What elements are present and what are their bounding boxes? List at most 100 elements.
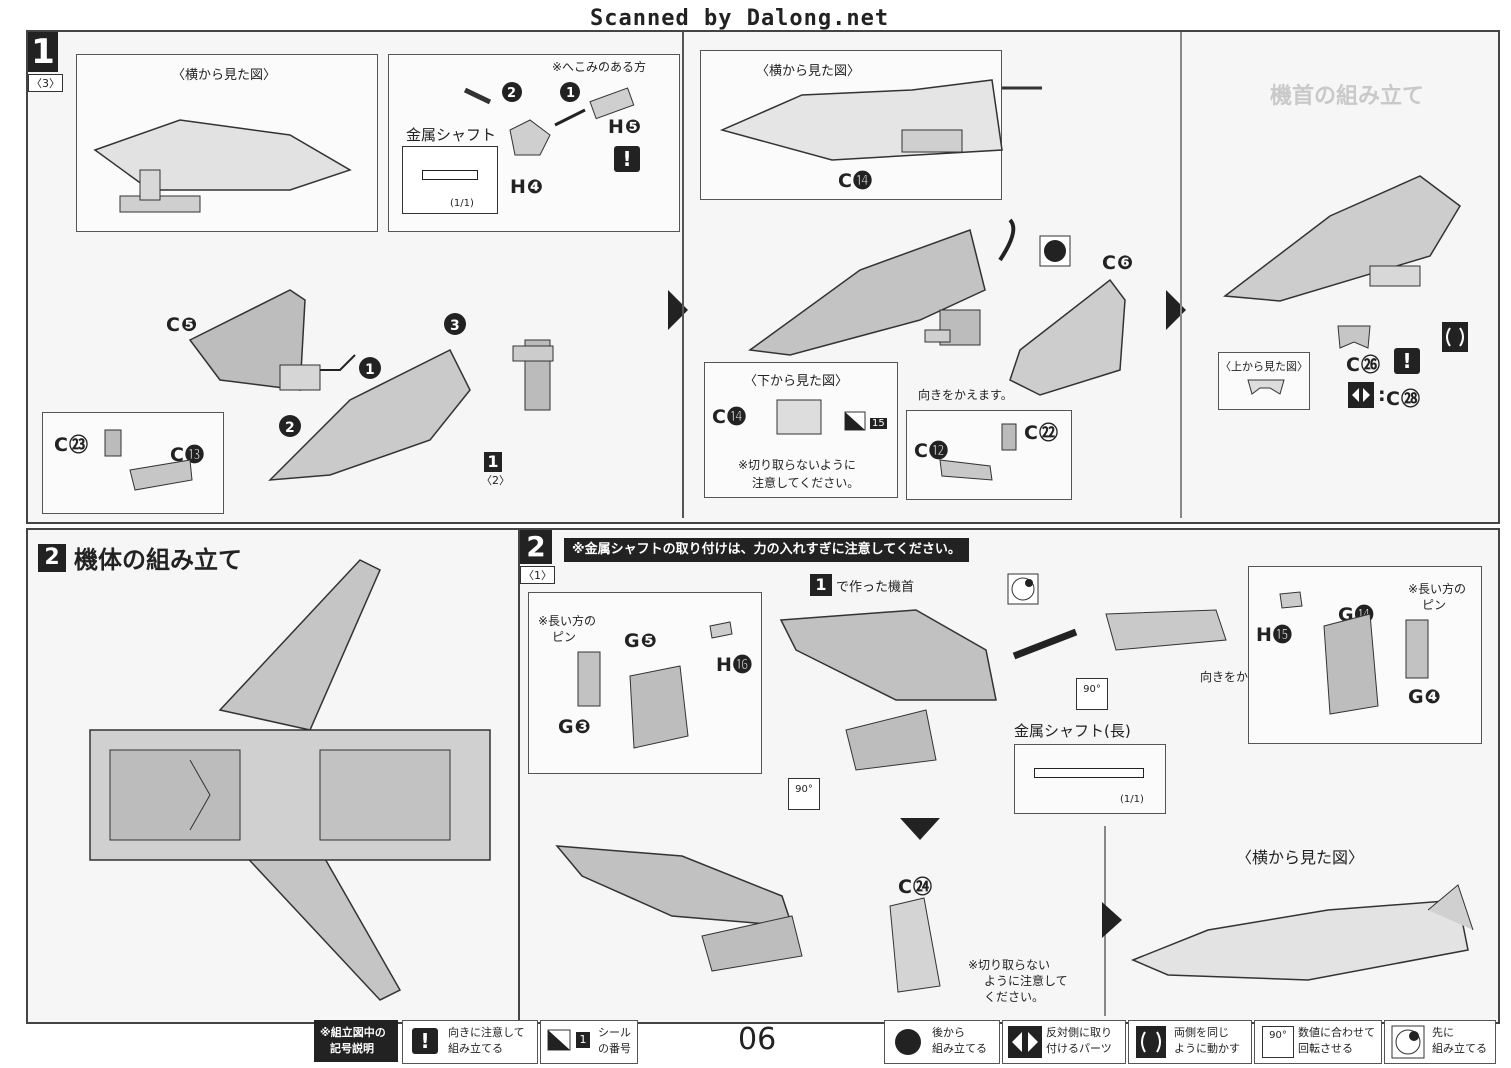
shaft-count-2: (1/1)	[1120, 794, 1144, 805]
long-pin-right-2: ピン	[1422, 598, 1447, 612]
long-pin-right-1: ※長い方の	[1408, 582, 1467, 596]
svg-text:2: 2	[285, 420, 295, 436]
page-number: 06	[738, 1022, 777, 1057]
bottom-view-title: 〈下から見た図〉	[744, 374, 849, 389]
c14-bottom-sketch	[776, 399, 866, 435]
h-shaft-sketch	[512, 339, 554, 411]
metal-shaft-label: 金属シャフト	[406, 126, 497, 144]
legend-item-2-line1: シール	[598, 1026, 631, 1039]
legend-rotate-label: 90°	[1269, 1030, 1287, 1041]
cockpit-ref-number: 1	[484, 452, 502, 472]
c26-part-sketch	[1337, 325, 1371, 349]
svg-text:1: 1	[566, 86, 575, 101]
both-move-icon	[1442, 322, 1468, 352]
c12-c22-box	[906, 410, 1072, 500]
step1-number: 1	[28, 32, 58, 72]
part-h4: H❹	[510, 176, 544, 198]
legend-item-3-line2: 組み立てる	[932, 1042, 987, 1055]
first-circle-icon	[1007, 573, 1039, 605]
legend-sticker-icon	[547, 1029, 571, 1051]
legend-item-6-line2: 回転させる	[1298, 1042, 1353, 1055]
long-pin-left-2: ピン	[552, 630, 577, 644]
cockpit-assembly-2	[748, 218, 1126, 396]
c23-c13-sketch	[104, 429, 193, 491]
step1-sub-ref: 〈3〉	[28, 74, 63, 92]
mirror-separator: :	[1378, 384, 1387, 406]
part-c26: C㉖	[1346, 354, 1381, 376]
top-view-title: 〈上から見た図〉	[1220, 360, 1308, 373]
metal-shaft-icon	[422, 170, 478, 180]
cut-note-2b: ように注意して	[984, 974, 1068, 988]
legend-first-circle-icon	[1391, 1025, 1425, 1059]
cut-note-2c: ください。	[984, 990, 1045, 1004]
exclamation-icon-2: !	[1394, 348, 1420, 374]
g-parts-left-sketch	[577, 621, 733, 749]
rotate-90-icon: 90°	[1076, 678, 1108, 710]
c26-top-sketch	[1247, 379, 1285, 395]
legend-item-5-line2: ように動かす	[1174, 1042, 1240, 1055]
rotate-90-icon-2: 90°	[788, 778, 820, 810]
part-c13: C⓭	[170, 444, 205, 466]
turn-note-1: 向きをかえます。	[918, 388, 1013, 402]
assembled-nose-sketch	[555, 845, 803, 972]
next-arrow-1	[668, 290, 688, 330]
step2-right-sub-ref: 〈1〉	[520, 566, 555, 584]
ghost-title: 機首の組み立て	[1270, 84, 1425, 109]
down-arrow	[900, 818, 940, 840]
dent-note: ※へこみのある方	[552, 60, 647, 74]
nose-assembly-sketch	[779, 609, 1227, 771]
part-h15: H⓯	[1256, 624, 1293, 646]
step1-divider-1	[682, 32, 684, 518]
part-g3: G❸	[558, 716, 592, 738]
legend-both-move-icon	[1136, 1026, 1166, 1058]
legend-back-circle-icon	[895, 1029, 921, 1055]
cut-note-1b: 注意してください。	[752, 476, 860, 490]
legend-title-2: 記号説明	[330, 1042, 374, 1055]
legend-item-6-line1: 数値に合わせて	[1298, 1026, 1375, 1039]
part-c23: C㉓	[54, 434, 89, 456]
exclamation-icon: !	[614, 146, 640, 172]
next-arrow-3	[1102, 902, 1122, 938]
metal-shaft-frame	[402, 146, 498, 214]
cockpit-finished-sketch	[1223, 175, 1461, 302]
airframe-top-sketch	[89, 559, 491, 1001]
step1-divider-2	[1180, 32, 1182, 518]
part-c5: C❺	[166, 314, 199, 336]
part-c24: C㉔	[898, 876, 933, 898]
part-g5: G❺	[624, 630, 658, 652]
legend-item-3-line1: 後から	[932, 1026, 965, 1039]
legend-item-5-line1: 両側を同じ	[1174, 1026, 1229, 1039]
final-side-sketch	[1131, 884, 1474, 981]
sticker-number-15: 15	[870, 418, 887, 429]
part-c12: C⓬	[914, 440, 949, 462]
c12-c22-sketch	[939, 423, 1017, 481]
side-view-title-1: 〈横から見た図〉	[172, 68, 277, 83]
legend-title-box	[314, 1020, 398, 1062]
part-c6: C❻	[1102, 252, 1135, 274]
legend-exclamation-icon: !	[412, 1028, 438, 1054]
shaft-count-1: (1/1)	[450, 198, 474, 209]
legend-rotate-icon: 90°	[1262, 1026, 1294, 1058]
c24-sketch	[889, 897, 941, 993]
side-view-title-3: 〈横から見た図〉	[1236, 848, 1365, 867]
svg-text:2: 2	[507, 86, 516, 101]
legend-mirror-icon	[1008, 1026, 1042, 1058]
sequence-markers: 3 1 2	[279, 313, 466, 437]
back-circle-icon	[1039, 235, 1071, 267]
cut-note-1a: ※切り取らないように	[738, 458, 856, 472]
cockpit-side-sketch-1	[93, 119, 352, 213]
g-parts-right-sketch	[1279, 591, 1429, 715]
legend-item-1-line2: 組み立てる	[448, 1042, 503, 1055]
legend-item-4-line2: 付けるパーツ	[1046, 1042, 1112, 1055]
part-c14-box: C⓮	[712, 406, 747, 428]
step2-right-number: 2	[520, 530, 552, 564]
svg-text:1: 1	[365, 362, 375, 378]
long-shaft-icon	[1034, 768, 1144, 778]
long-shaft-label: 金属シャフト(長)	[1014, 722, 1131, 740]
part-c28: C㉘	[1386, 388, 1421, 410]
legend-title-1: ※組立図中の	[320, 1026, 386, 1039]
step2-left-number: 2	[38, 544, 66, 572]
c23-c13-box	[42, 412, 224, 514]
side-view-title-2: 〈横から見た図〉	[756, 64, 861, 79]
legend-item-1-line1: 向きに注意して	[448, 1026, 525, 1039]
